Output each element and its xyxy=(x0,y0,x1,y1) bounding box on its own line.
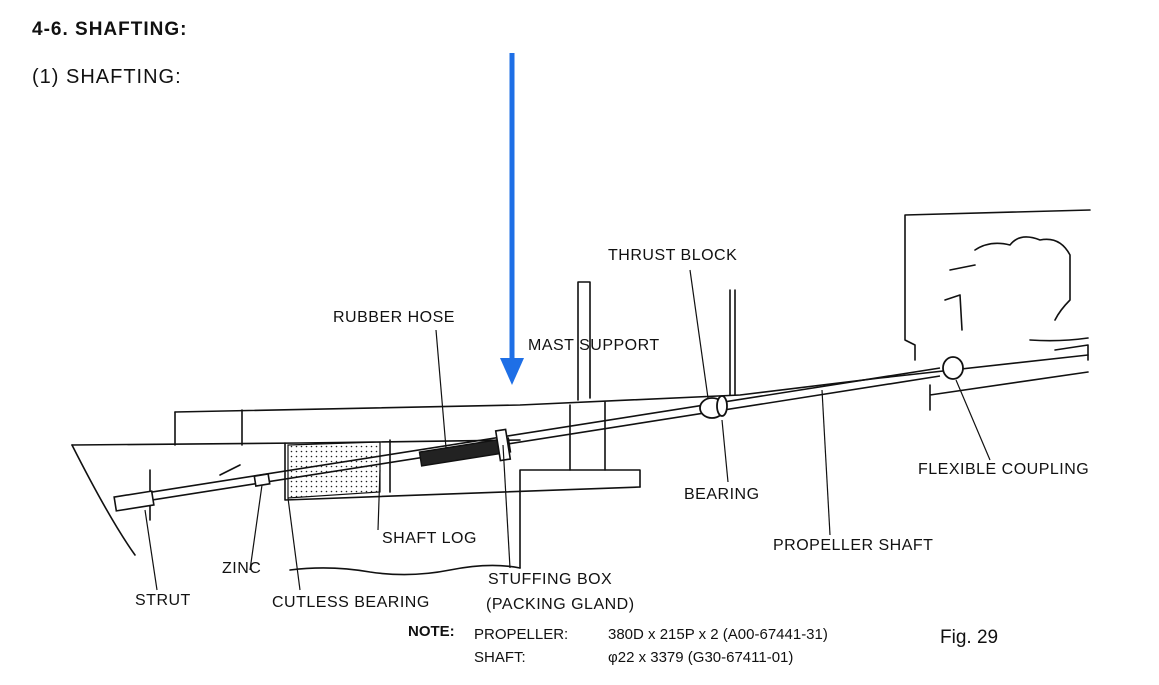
note-propeller-label: PROPELLER: xyxy=(474,626,569,643)
label-flexible-coupling: FLEXIBLE COUPLING xyxy=(918,461,1090,478)
leader-zinc xyxy=(249,484,263,571)
label-zinc: ZINC xyxy=(222,560,262,577)
rubber-hose-body xyxy=(418,437,512,467)
zinc-body xyxy=(253,473,271,487)
leader-cutless-bearing xyxy=(287,497,301,591)
leader-stuffing-box xyxy=(502,444,511,569)
note-shaft-value: φ22 x 3379 (G30-67411-01) xyxy=(608,649,794,666)
note-label: NOTE: xyxy=(408,623,455,640)
leader-thrust-block xyxy=(689,269,709,399)
shaft-log-fill xyxy=(287,441,381,499)
section-heading: 4-6. SHAFTING: xyxy=(32,19,188,40)
label-propeller-shaft: PROPELLER SHAFT xyxy=(773,537,934,554)
leader-strut xyxy=(144,509,158,591)
label-strut: STRUT xyxy=(135,592,191,609)
hull-bottom xyxy=(289,564,521,576)
blue-arrow xyxy=(500,53,524,385)
label-rubber-hose: RUBBER HOSE xyxy=(333,309,455,326)
label-bearing: BEARING xyxy=(684,486,760,503)
label-shaft-log: SHAFT LOG xyxy=(382,530,477,547)
label-thrust-block: THRUST BLOCK xyxy=(608,247,738,264)
leader-shaft-log xyxy=(377,469,381,531)
strut-body xyxy=(113,490,155,512)
label-packing-gland: (PACKING GLAND) xyxy=(486,596,635,613)
label-cutless-bearing: CUTLESS BEARING xyxy=(272,594,430,611)
leader-rubber-hose xyxy=(435,329,447,449)
engine-outline xyxy=(904,209,1091,361)
note-propeller-value: 380D x 215P x 2 (A00-67441-31) xyxy=(608,626,828,643)
hull-line xyxy=(71,439,521,446)
label-mast-support: MAST SUPPORT xyxy=(528,337,660,354)
leader-flexible-coupling xyxy=(955,379,991,461)
label-stuffing-box: STUFFING BOX xyxy=(488,571,613,588)
subsection-heading: (1) SHAFTING: xyxy=(32,66,182,88)
leader-bearing xyxy=(721,419,729,483)
propeller-shaft-line xyxy=(119,367,941,498)
leader-propeller-shaft xyxy=(821,389,831,536)
note-shaft-label: SHAFT: xyxy=(474,649,526,666)
flexible-coupling-body xyxy=(942,356,964,380)
figure-number: Fig. 29 xyxy=(940,627,999,648)
